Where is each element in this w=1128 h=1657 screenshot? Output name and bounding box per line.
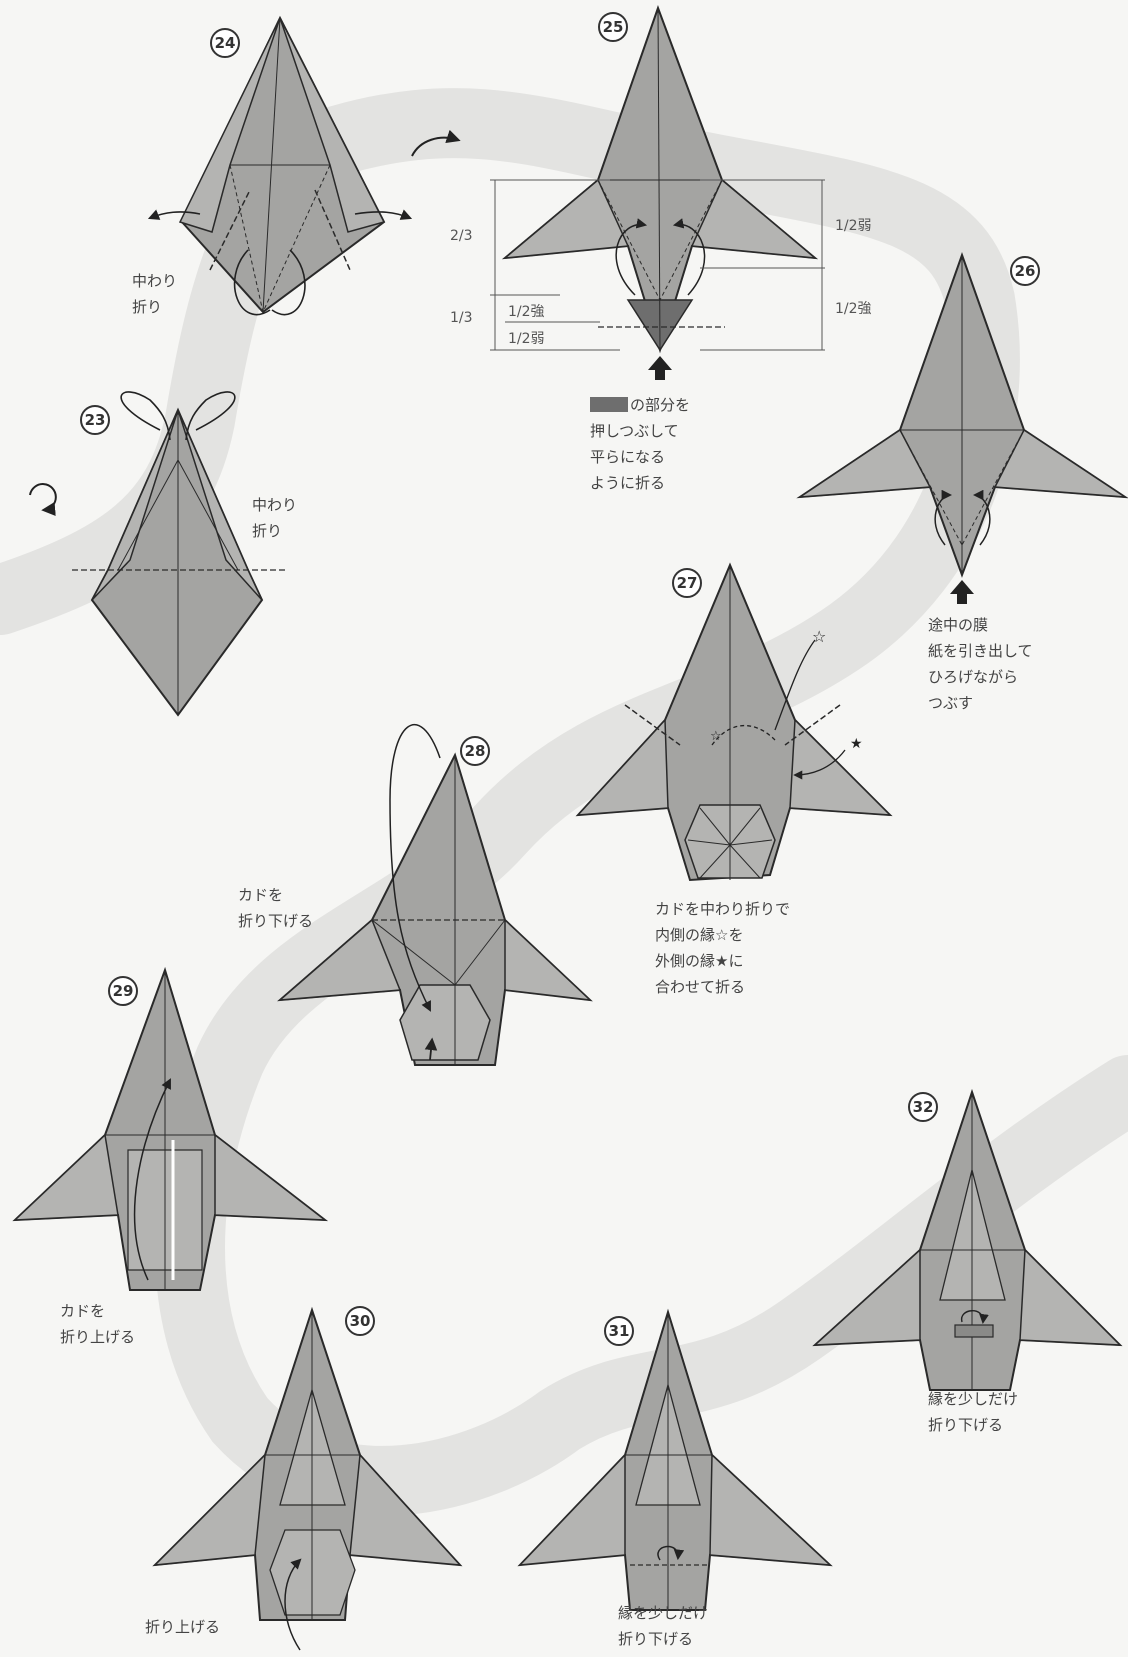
svg-text:☆: ☆ (812, 627, 826, 646)
step-number-27: 27 (672, 568, 702, 598)
step-number-28: 28 (460, 736, 490, 766)
step-number-25: 25 (598, 12, 628, 42)
measure-inner-2: 1/2弱 (508, 328, 545, 348)
measure-right-bottom: 1/2強 (835, 298, 872, 318)
push-arrow-icon (648, 356, 672, 380)
step24-instruction: 中わり折り (132, 268, 177, 320)
step28-instruction: カドを折り下げる (238, 882, 313, 934)
step23-instruction: 中わり折り (252, 492, 297, 544)
step-number-32: 32 (908, 1092, 938, 1122)
step29-instruction: カドを折り上げる (60, 1298, 135, 1350)
step-number-30: 30 (345, 1306, 375, 1336)
step25-instruction: の部分を 押しつぶして平らになるように折る (590, 392, 690, 496)
measure-left-bottom: 1/3 (450, 310, 473, 326)
svg-text:☆: ☆ (710, 729, 722, 744)
measure-inner-1: 1/2強 (508, 301, 545, 321)
step-number-31: 31 (604, 1316, 634, 1346)
rotate-icon (30, 484, 56, 510)
step32-instruction: 縁を少しだけ折り下げる (928, 1386, 1018, 1438)
step-number-24: 24 (210, 28, 240, 58)
shaded-region-swatch (590, 397, 628, 412)
step-number-23: 23 (80, 405, 110, 435)
step31-instruction: 縁を少しだけ折り下げる (618, 1600, 708, 1652)
measure-right-top: 1/2弱 (835, 215, 872, 235)
step30-instruction: 折り上げる (145, 1614, 220, 1640)
step26-instruction: 途中の膜紙を引き出してひろげながらつぶす (928, 612, 1033, 716)
step-number-26: 26 (1010, 256, 1040, 286)
measure-left-top: 2/3 (450, 228, 473, 244)
svg-text:★: ★ (850, 736, 863, 752)
step-number-29: 29 (108, 976, 138, 1006)
step27-instruction: カドを中わり折りで内側の縁☆を外側の縁★に合わせて折る (655, 896, 790, 1000)
